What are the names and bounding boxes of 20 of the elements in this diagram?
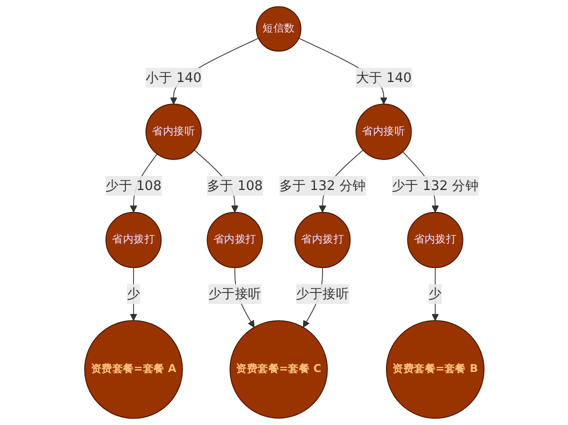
edge-label: 少于接听 xyxy=(208,286,261,302)
node-circle: 省内接听 xyxy=(145,104,202,160)
edge-label: 多于 132 分钟 xyxy=(278,178,366,194)
node-circle: 省内拨打 xyxy=(206,212,263,268)
node-circle: 省内接听 xyxy=(355,104,412,160)
node-circle: 资费套餐=套餐 A xyxy=(84,320,183,419)
edge-label: 大于 140 xyxy=(355,69,412,86)
edge-label: 少 xyxy=(126,286,140,302)
node-circle: 省内拨打 xyxy=(406,212,463,268)
edge-label: 小于 140 xyxy=(145,69,202,86)
edge-label: 少于接听 xyxy=(296,286,349,302)
node-circle: 省内拨打 xyxy=(294,212,350,268)
edge-label: 少于 132 分钟 xyxy=(392,178,478,194)
node-circle: 资费套餐=套餐 B xyxy=(386,320,484,419)
node-circle: 短信数 xyxy=(256,6,301,52)
edge-label: 少 xyxy=(428,286,442,302)
edge-label: 多于 108 xyxy=(206,178,262,194)
node-circle: 资费套餐=套餐 C xyxy=(229,320,328,419)
edge-label: 少于 108 xyxy=(105,178,162,194)
node-circle: 省内拨打 xyxy=(105,212,162,268)
